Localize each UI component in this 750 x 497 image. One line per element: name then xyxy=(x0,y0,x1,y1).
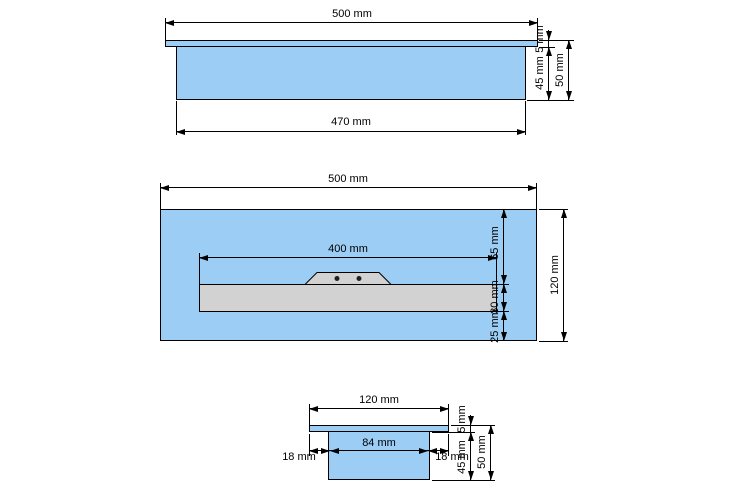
dim-text: 500 mm xyxy=(332,8,372,20)
arrowhead-up-icon xyxy=(501,284,507,293)
dim-text: 470 mm xyxy=(331,116,371,128)
extension-line xyxy=(539,40,574,41)
dim-text: 400 mm xyxy=(328,243,368,255)
burner-insert-shape xyxy=(199,272,497,312)
extension-line xyxy=(539,341,568,342)
dim-text: 5 mm xyxy=(534,25,546,53)
dim-line-front-overall-width xyxy=(165,20,538,26)
extension-line xyxy=(448,404,449,425)
extension-line xyxy=(432,480,495,481)
side-body xyxy=(328,431,430,480)
dim-text: 120 mm xyxy=(359,394,399,406)
dim-text: 25 mm xyxy=(489,309,501,343)
dim-text: 500 mm xyxy=(328,173,368,185)
dim-text: 45 mm xyxy=(456,440,468,474)
extension-line xyxy=(176,101,177,135)
extension-line xyxy=(160,183,161,209)
arrowhead-down-icon xyxy=(546,91,552,100)
arrowhead-up-icon xyxy=(468,432,474,441)
dim-text: 84 mm xyxy=(362,437,396,449)
extension-line xyxy=(536,183,537,209)
dim-text: 65 mm xyxy=(489,226,501,260)
dim-line-side-left-offset xyxy=(309,448,330,454)
dim-text: 18 mm xyxy=(282,451,316,463)
arrowhead-down-icon xyxy=(501,275,507,284)
extension-line xyxy=(525,101,526,135)
arrowhead-down-icon xyxy=(546,31,552,40)
extension-line xyxy=(539,209,568,210)
dim-line-plan-offsets xyxy=(501,209,507,341)
dim-text: 5 mm xyxy=(456,405,468,433)
dim-line-side-heights xyxy=(468,415,474,480)
front-body xyxy=(176,46,526,100)
arrowhead-down-icon xyxy=(501,332,507,341)
extension-line xyxy=(165,18,166,40)
dim-line-side-overall-width xyxy=(309,406,449,412)
dim-line-plan-insert-width xyxy=(199,255,497,261)
dim-text: 120 mm xyxy=(549,255,561,295)
dim-line-plan-overall-depth xyxy=(561,209,567,341)
dim-line-front-total-height xyxy=(566,40,572,100)
insert-outline xyxy=(199,272,497,312)
extension-line xyxy=(451,425,495,426)
dim-text: 45 mm xyxy=(534,56,546,90)
extension-line xyxy=(496,253,497,284)
hole-left-icon xyxy=(334,276,340,281)
extension-line xyxy=(537,18,538,40)
arrowhead-up-icon xyxy=(501,209,507,218)
dim-line-side-total-height xyxy=(488,425,494,480)
dim-line-side-inner-width xyxy=(330,448,428,454)
arrowhead-up-icon xyxy=(501,311,507,320)
dim-text: 18 mm xyxy=(435,451,469,463)
extension-line xyxy=(309,404,310,425)
arrowhead-down-icon xyxy=(501,302,507,311)
extension-line xyxy=(448,434,449,456)
arrowhead-down-icon xyxy=(468,416,474,425)
arrowhead-down-icon xyxy=(468,471,474,480)
dim-text: 50 mm xyxy=(554,53,566,87)
dim-line-front-body-width xyxy=(176,129,526,135)
arrowhead-up-icon xyxy=(546,47,552,56)
dim-line-plan-overall-width xyxy=(160,185,537,191)
dim-line-side-right-offset xyxy=(428,448,449,454)
extension-line xyxy=(309,434,310,456)
extension-line xyxy=(199,253,200,284)
extension-line xyxy=(527,100,574,101)
hole-right-icon xyxy=(356,276,362,281)
extension-line xyxy=(432,432,475,433)
dim-line-front-heights xyxy=(546,30,552,100)
dim-text: 50 mm xyxy=(476,435,488,469)
